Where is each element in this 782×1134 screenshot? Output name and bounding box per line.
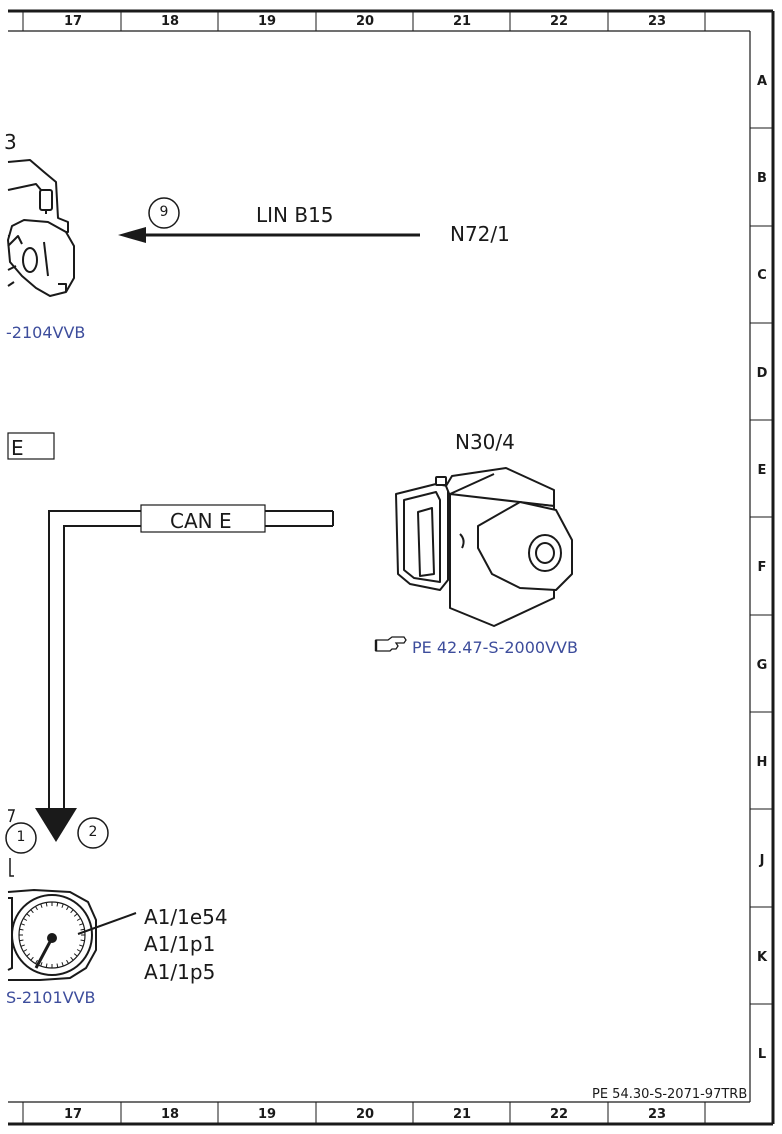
gauge-tick xyxy=(19,939,24,942)
row-letter-j: J xyxy=(759,853,765,868)
column-number-bottom-23: 23 xyxy=(647,1107,667,1122)
gauge-tick xyxy=(79,923,84,926)
row-letter-d: D xyxy=(756,366,768,381)
gauge-tick xyxy=(56,963,59,968)
row-letter-h: H xyxy=(756,755,768,770)
column-number-top-22: 22 xyxy=(549,14,569,29)
gauge-tick xyxy=(26,953,31,957)
gauge-label-1: A1/1e54 xyxy=(144,905,228,929)
bottom-left-reference-link[interactable]: S-2101VVB xyxy=(6,988,96,1007)
switch-component-drawing xyxy=(7,159,75,297)
gauge-tick xyxy=(23,949,28,952)
connector-number-1: 1 xyxy=(16,829,26,845)
gauge-tick xyxy=(19,928,24,931)
gauge-tick xyxy=(20,944,25,947)
gauge-tick xyxy=(45,963,48,968)
gauge-tick xyxy=(80,928,85,931)
gauge-tick xyxy=(56,902,59,907)
gauge-tick xyxy=(73,913,78,917)
abs-unit-name: N30/4 xyxy=(455,430,515,454)
gauge-tick xyxy=(40,903,43,908)
document-id: PE 54.30-S-2071-97TRB xyxy=(592,1087,748,1102)
gauge-tick xyxy=(80,939,85,942)
column-number-top-21: 21 xyxy=(452,14,472,29)
box-e-frame xyxy=(7,432,55,460)
gauge-tick xyxy=(20,923,25,926)
gauge-tick xyxy=(35,959,38,964)
gauge-tick xyxy=(70,909,74,914)
component-letter-partial: 3 xyxy=(4,130,17,154)
gauge-tick xyxy=(30,909,34,914)
gauge-tick xyxy=(73,953,78,957)
gauge-tick xyxy=(61,903,64,908)
gauge-tick xyxy=(61,962,64,967)
pointing-hand-icon xyxy=(374,636,407,652)
abs-unit-drawing xyxy=(395,467,573,627)
gauge-tick xyxy=(76,949,81,952)
gauge-tick xyxy=(45,902,48,907)
column-number-bottom-19: 19 xyxy=(257,1107,277,1122)
gauge-tick xyxy=(76,918,81,921)
can-e-line xyxy=(35,504,334,842)
row-letter-c: C xyxy=(757,268,767,283)
row-letter-g: G xyxy=(756,658,768,673)
gauge-tick xyxy=(30,956,34,961)
can-bus-label: CAN E xyxy=(170,509,232,533)
column-number-bottom-20: 20 xyxy=(355,1107,375,1122)
box-e-label: E xyxy=(11,436,24,460)
lin-target-component: N72/1 xyxy=(450,222,510,246)
column-number-top-18: 18 xyxy=(160,14,180,29)
gauge-tick xyxy=(70,956,74,961)
column-number-bottom-21: 21 xyxy=(452,1107,472,1122)
connector-number-2: 2 xyxy=(88,824,98,840)
lin-bus-label: LIN B15 xyxy=(256,203,334,227)
lin-connection xyxy=(118,197,420,243)
column-number-top-23: 23 xyxy=(647,14,667,29)
gauge-tick xyxy=(40,962,43,967)
abs-unit-reference-link[interactable]: PE 42.47-S-2000VVB xyxy=(412,638,578,657)
gauge-tick xyxy=(26,913,31,917)
lin-connector-number: 9 xyxy=(159,204,169,220)
column-number-top-19: 19 xyxy=(257,14,277,29)
bottom-bubbles xyxy=(5,809,109,877)
gauge-tick xyxy=(23,918,28,921)
gauge-label-2: A1/1p1 xyxy=(144,932,216,956)
gauge-tick xyxy=(66,959,69,964)
column-number-bottom-17: 17 xyxy=(63,1107,83,1122)
row-letter-b: B xyxy=(757,171,767,186)
column-number-top-17: 17 xyxy=(63,14,83,29)
top-left-reference-link[interactable]: -2104VVB xyxy=(6,323,86,342)
gauge-drawing xyxy=(7,888,137,981)
row-letter-e: E xyxy=(757,463,767,478)
column-number-bottom-22: 22 xyxy=(549,1107,569,1122)
gauge-tick xyxy=(35,906,38,911)
column-number-bottom-18: 18 xyxy=(160,1107,180,1122)
row-letter-k: K xyxy=(756,950,768,965)
gauge-label-3: A1/1p5 xyxy=(144,960,216,984)
row-letter-l: L xyxy=(757,1047,767,1062)
gauge-tick xyxy=(66,906,69,911)
row-letter-a: A xyxy=(756,74,768,89)
row-letter-f: F xyxy=(757,560,767,575)
column-number-top-20: 20 xyxy=(355,14,375,29)
sheet-frame xyxy=(8,9,775,1126)
gauge-tick xyxy=(79,944,84,947)
